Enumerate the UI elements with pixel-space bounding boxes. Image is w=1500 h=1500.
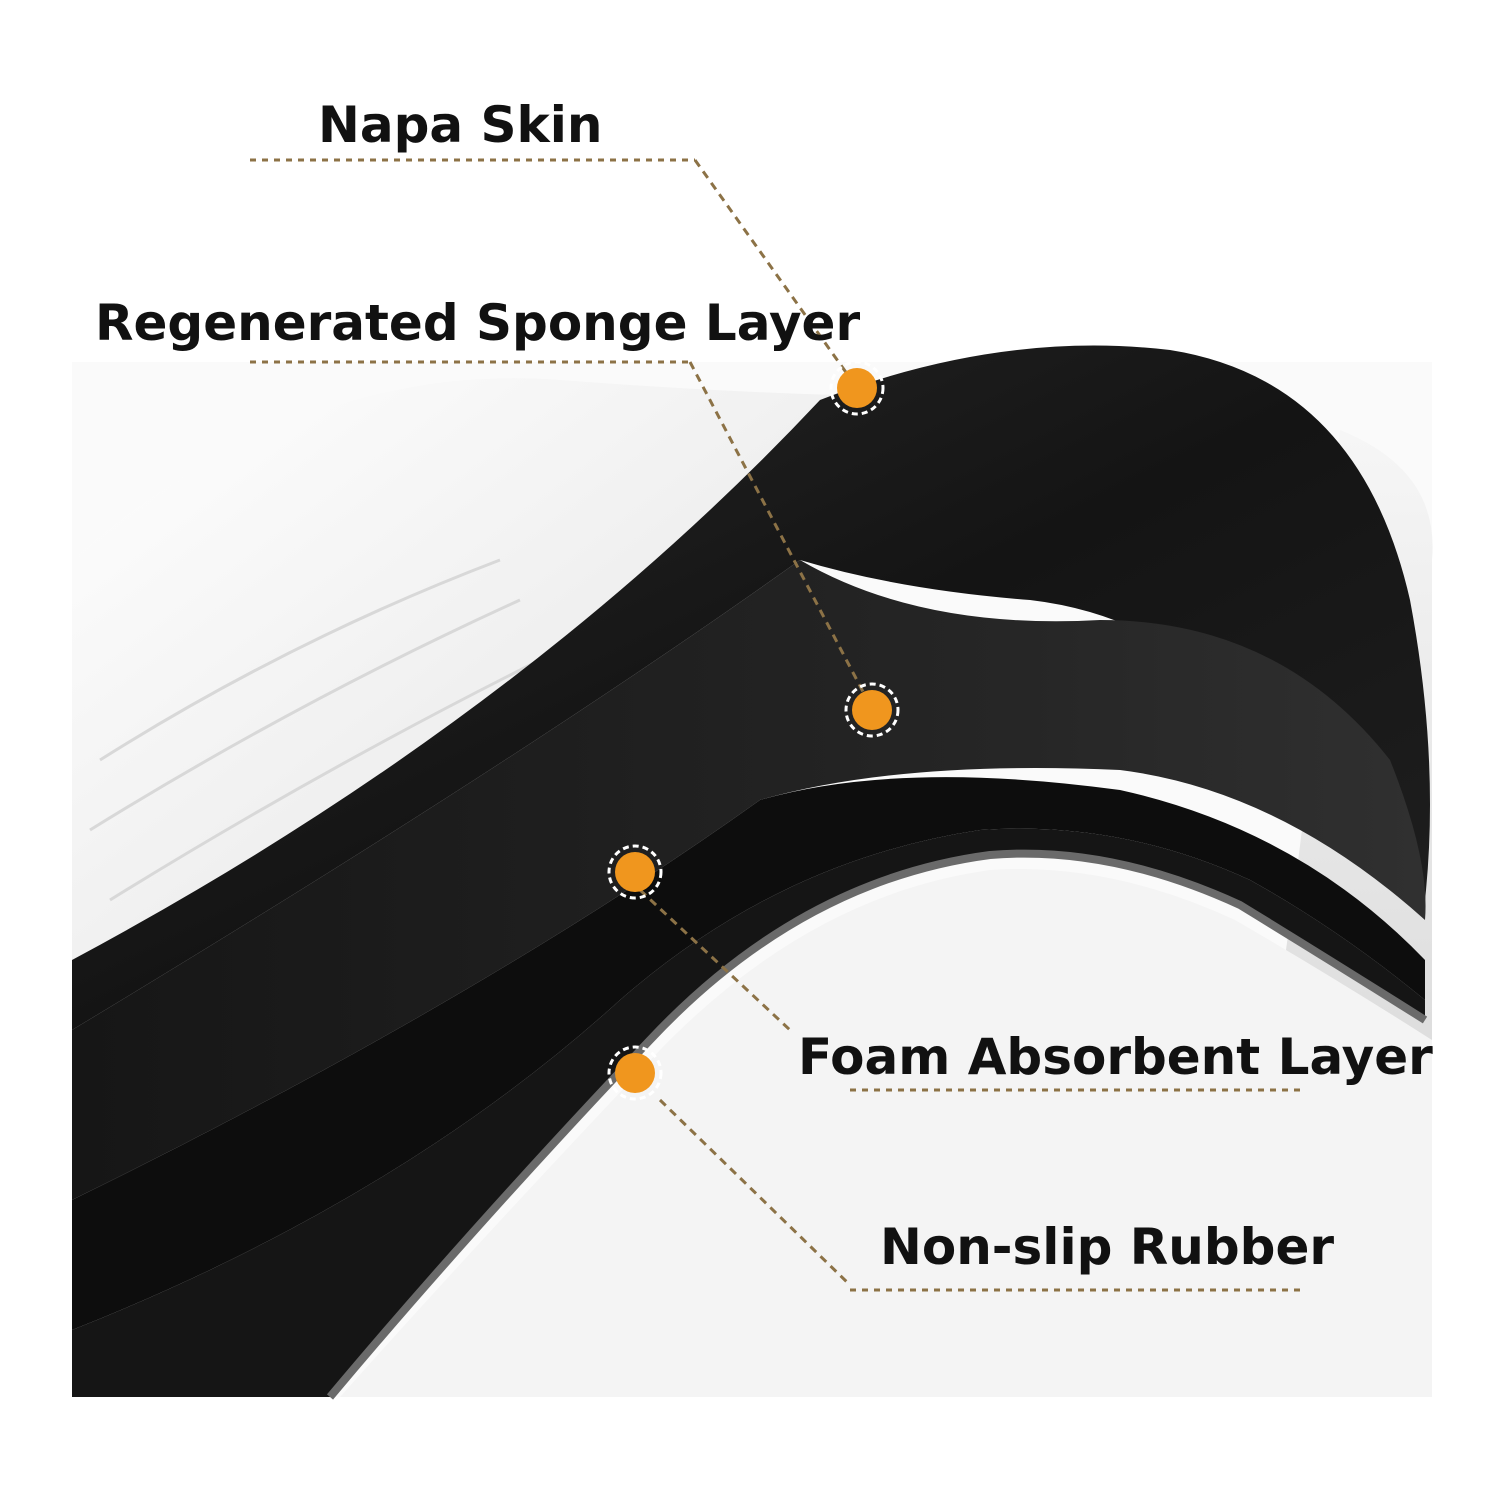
leader-foam [638, 888, 792, 1032]
leader-rubber [658, 1098, 852, 1287]
label-napa-skin: Napa Skin [318, 96, 603, 154]
marker-regenerated-sponge [844, 682, 900, 738]
label-foam-absorbent-layer: Foam Absorbent Layer [798, 1028, 1433, 1086]
marker-non-slip-rubber [607, 1045, 663, 1101]
lower-white-area [340, 869, 1432, 1397]
marker-foam-absorbent [607, 844, 663, 900]
leader-lines [638, 159, 872, 1287]
marker-napa-skin [829, 360, 885, 416]
leader-napa-skin [693, 159, 857, 386]
regenerated-sponge-layer [72, 560, 1426, 1200]
label-non-slip-rubber: Non-slip Rubber [880, 1218, 1335, 1276]
foam-absorbent-layer [72, 777, 1425, 1330]
non-slip-rubber-layer [72, 828, 1425, 1397]
leader-sponge [688, 361, 872, 706]
rubber-edge [326, 849, 1428, 1400]
surface-texture [89, 558, 541, 902]
label-regenerated-sponge-layer: Regenerated Sponge Layer [95, 294, 861, 352]
label-underlines [250, 158, 1300, 1292]
napa-skin-surface [72, 378, 840, 960]
layer-markers [607, 360, 900, 1101]
napa-skin-layer [72, 345, 1430, 1030]
